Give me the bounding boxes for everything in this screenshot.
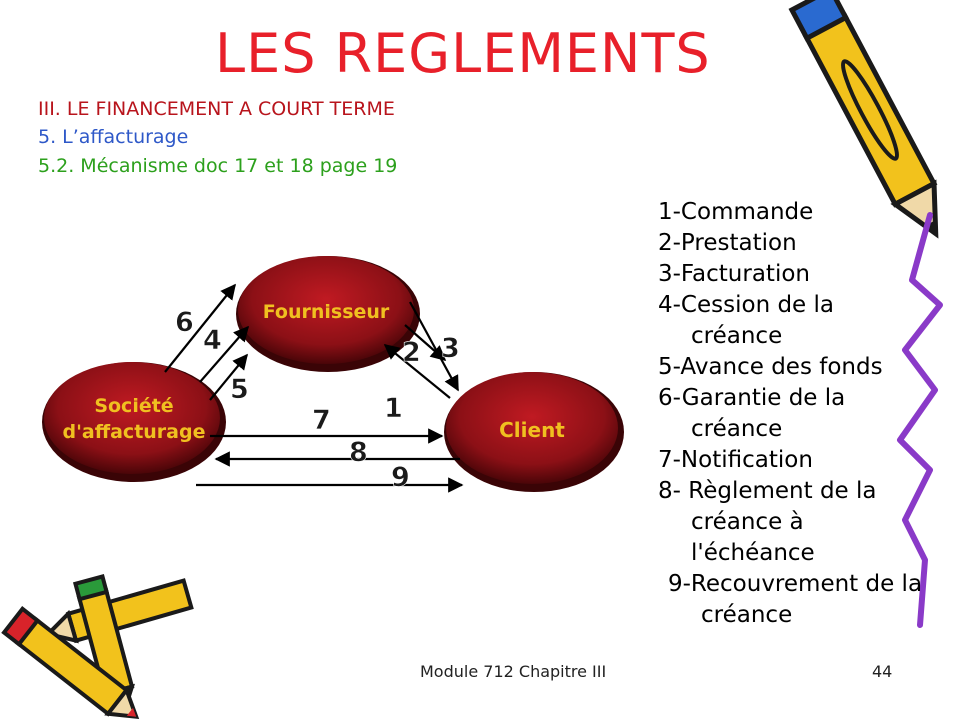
section-heading: III. LE FINANCEMENT A COURT TERME bbox=[38, 98, 395, 120]
node-societe-affacturage: Société d'affacturage bbox=[42, 362, 226, 482]
slide-title: LES REGLEMENTS bbox=[215, 22, 711, 85]
sub-subsection-heading: 5.2. Mécanisme doc 17 et 18 page 19 bbox=[38, 155, 398, 177]
step-item: 4-Cession de la créance bbox=[658, 292, 835, 349]
arrow-6 bbox=[164, 283, 236, 373]
node-client: Client bbox=[444, 372, 624, 492]
node-fournisseur: Fournisseur bbox=[236, 256, 420, 372]
step-item: 6-Garantie de la créance bbox=[658, 385, 846, 442]
arrow-number-4: 4 bbox=[203, 325, 222, 356]
step-item: 3-Facturation bbox=[658, 261, 810, 287]
pencils-decoration-bottom-left bbox=[1, 574, 194, 720]
step-item: 2-Prestation bbox=[658, 230, 797, 256]
arrow-1 bbox=[383, 344, 451, 399]
step-item: 9-Recouvrement de la créance bbox=[668, 571, 923, 628]
step-item: 8- Règlement de la créance à l'échéance bbox=[658, 478, 877, 566]
arrow-4 bbox=[199, 325, 250, 383]
arrow-3 bbox=[409, 301, 459, 392]
arrow-number-6: 6 bbox=[175, 307, 194, 338]
arrow-number-7: 7 bbox=[312, 405, 331, 436]
arrow-5 bbox=[209, 353, 248, 401]
arrow-number-1: 1 bbox=[384, 393, 403, 424]
step-item: 5-Avance des fonds bbox=[658, 354, 883, 380]
step-list: 1-Commande 2-Prestation 3-Facturation 4-… bbox=[658, 197, 928, 631]
pencil-decoration-top-right bbox=[788, 0, 943, 628]
arrow-number-5: 5 bbox=[230, 374, 249, 405]
slide-number: 44 bbox=[872, 662, 893, 681]
arrow-number-2: 2 bbox=[402, 337, 421, 368]
node-client-label: Client bbox=[499, 418, 565, 442]
step-item: 1-Commande bbox=[658, 199, 814, 225]
subsection-heading: 5. L’affacturage bbox=[38, 126, 189, 148]
arrow-number-3: 3 bbox=[441, 333, 460, 364]
node-societe-label-line1: Société bbox=[94, 395, 173, 417]
node-fournisseur-label: Fournisseur bbox=[263, 301, 390, 323]
arrow-number-9: 9 bbox=[391, 462, 410, 493]
node-societe-label-line2: d'affacturage bbox=[62, 421, 205, 443]
arrow-number-8: 8 bbox=[349, 437, 368, 468]
footer-module: Module 712 Chapitre III bbox=[420, 662, 607, 681]
step-item: 7-Notification bbox=[658, 447, 813, 473]
